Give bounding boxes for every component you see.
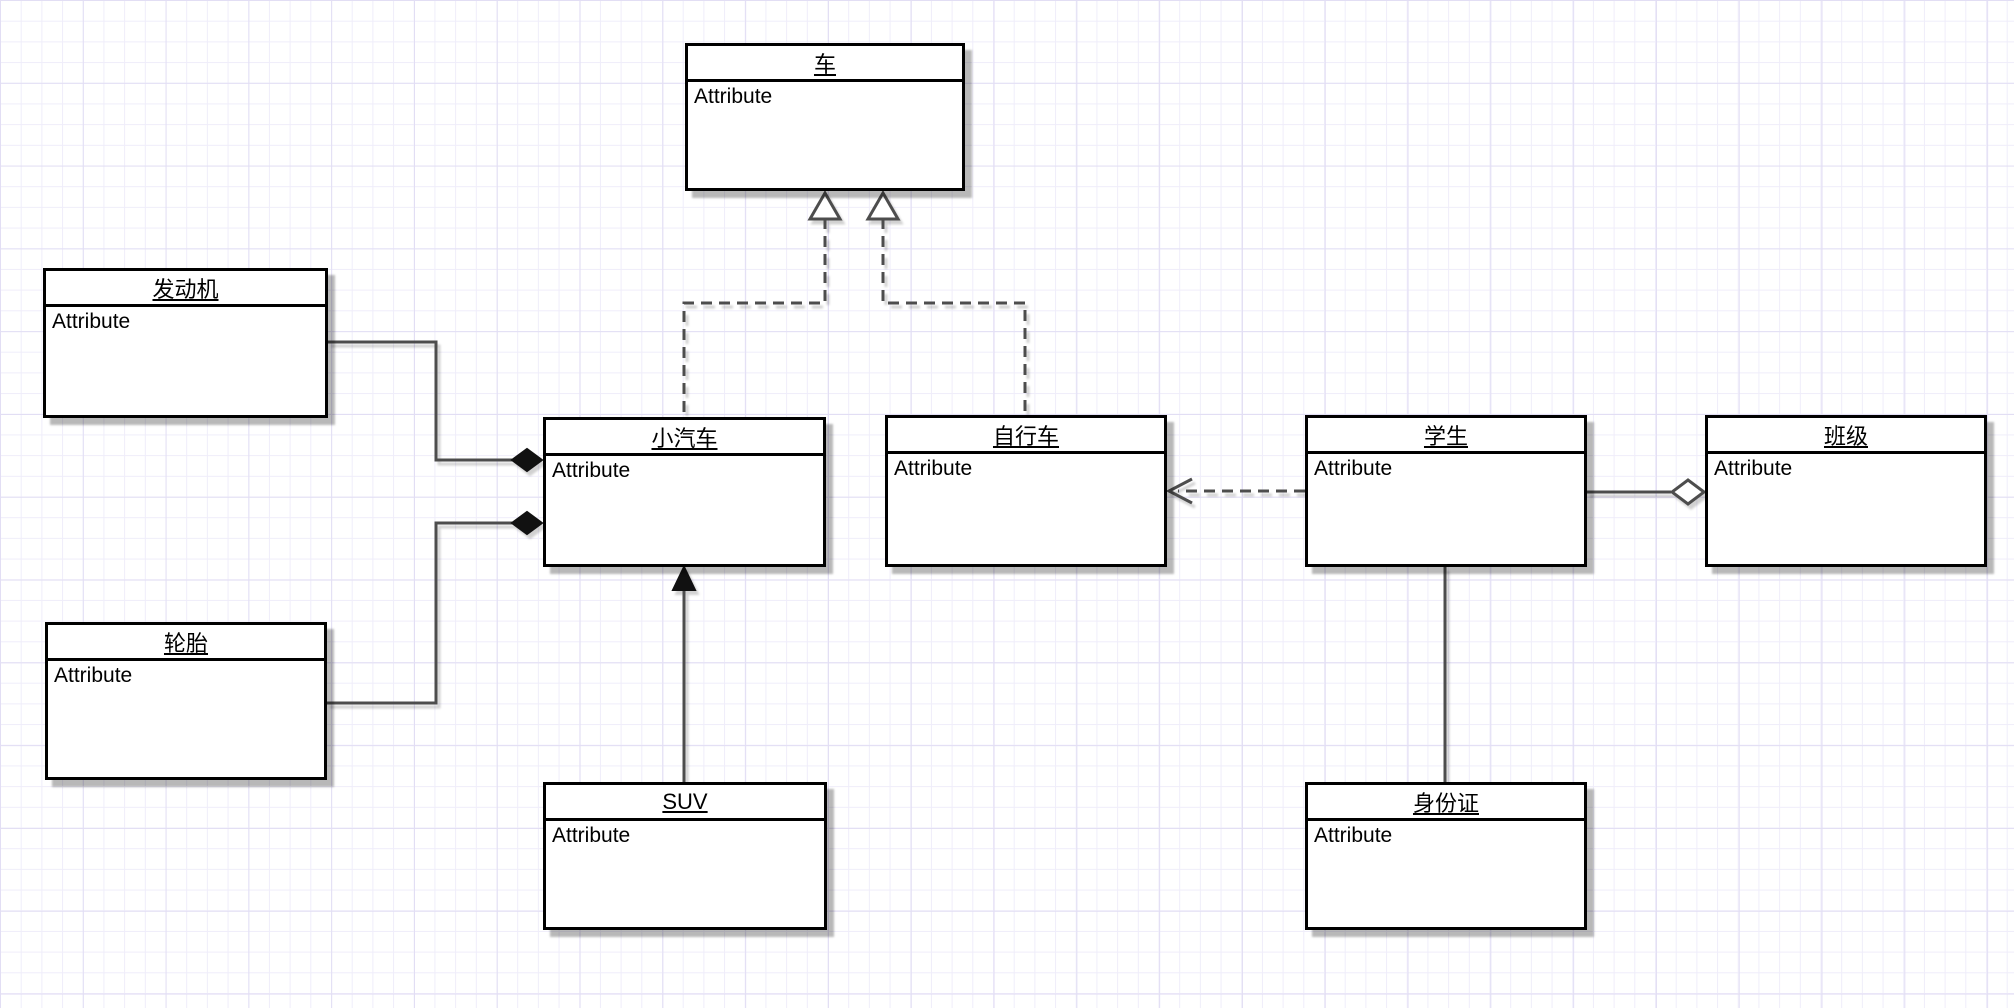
class-body: Attribute bbox=[1308, 454, 1584, 564]
diamond-hollow-marker bbox=[1669, 478, 1707, 506]
class-box-suv[interactable]: SUV Attribute bbox=[543, 782, 827, 930]
edge-generalization-suv-xiaoqiche[interactable] bbox=[671, 564, 697, 782]
class-box-zixingche[interactable]: 自行车 Attribute bbox=[885, 415, 1167, 567]
class-box-luntai[interactable]: 轮胎 Attribute bbox=[45, 622, 327, 780]
class-name: 轮胎 bbox=[48, 625, 324, 661]
class-name: 小汽车 bbox=[546, 420, 823, 456]
class-body: Attribute bbox=[1708, 454, 1984, 564]
edge-realization-zixingche-che[interactable] bbox=[865, 189, 1027, 415]
edge-aggregation-xuesheng-banji[interactable] bbox=[1587, 478, 1707, 506]
class-name: SUV bbox=[546, 785, 824, 821]
class-attribute: Attribute bbox=[552, 824, 631, 847]
class-name: 车 bbox=[688, 46, 962, 82]
class-attribute: Attribute bbox=[52, 310, 131, 333]
class-name: 班级 bbox=[1708, 418, 1984, 454]
class-body: Attribute bbox=[46, 307, 325, 415]
class-attribute: Attribute bbox=[1714, 457, 1793, 480]
edge-dependency-xuesheng-zixingche[interactable] bbox=[1165, 477, 1305, 505]
class-body: Attribute bbox=[688, 82, 962, 188]
class-body: Attribute bbox=[546, 456, 823, 564]
diamond-filled-marker bbox=[510, 510, 544, 536]
class-body: Attribute bbox=[888, 454, 1164, 564]
class-attribute: Attribute bbox=[552, 459, 631, 482]
edge-realization-xiaoqiche-che[interactable] bbox=[682, 189, 843, 417]
edge-line[interactable] bbox=[881, 218, 1027, 415]
class-box-shenfenzheng[interactable]: 身份证 Attribute bbox=[1305, 782, 1587, 930]
class-box-fadongji[interactable]: 发动机 Attribute bbox=[43, 268, 328, 418]
class-attribute: Attribute bbox=[694, 85, 773, 108]
class-name: 发动机 bbox=[46, 271, 325, 307]
class-body: Attribute bbox=[48, 661, 324, 777]
diamond-filled-marker bbox=[510, 447, 544, 473]
tri-hollow-marker bbox=[865, 189, 901, 221]
class-box-xiaoqiche[interactable]: 小汽车 Attribute bbox=[543, 417, 826, 567]
class-name: 自行车 bbox=[888, 418, 1164, 454]
edge-line[interactable] bbox=[327, 521, 513, 705]
class-box-che[interactable]: 车 Attribute bbox=[685, 43, 965, 191]
class-body: Attribute bbox=[546, 821, 824, 927]
tri-filled-marker bbox=[671, 564, 697, 591]
edge-line[interactable] bbox=[328, 340, 513, 462]
class-box-xuesheng[interactable]: 学生 Attribute bbox=[1305, 415, 1587, 567]
edge-line[interactable] bbox=[682, 218, 827, 417]
class-attribute: Attribute bbox=[1314, 824, 1393, 847]
class-name: 身份证 bbox=[1308, 785, 1584, 821]
class-name: 学生 bbox=[1308, 418, 1584, 454]
class-attribute: Attribute bbox=[54, 664, 133, 687]
open-arrow-marker bbox=[1165, 477, 1193, 505]
tri-hollow-marker bbox=[807, 189, 843, 221]
class-attribute: Attribute bbox=[1314, 457, 1393, 480]
class-box-banji[interactable]: 班级 Attribute bbox=[1705, 415, 1987, 567]
edge-composition-fadongji-xiaoqiche[interactable] bbox=[328, 340, 544, 473]
class-attribute: Attribute bbox=[894, 457, 973, 480]
class-body: Attribute bbox=[1308, 821, 1584, 927]
edge-composition-luntai-xiaoqiche[interactable] bbox=[327, 510, 544, 705]
